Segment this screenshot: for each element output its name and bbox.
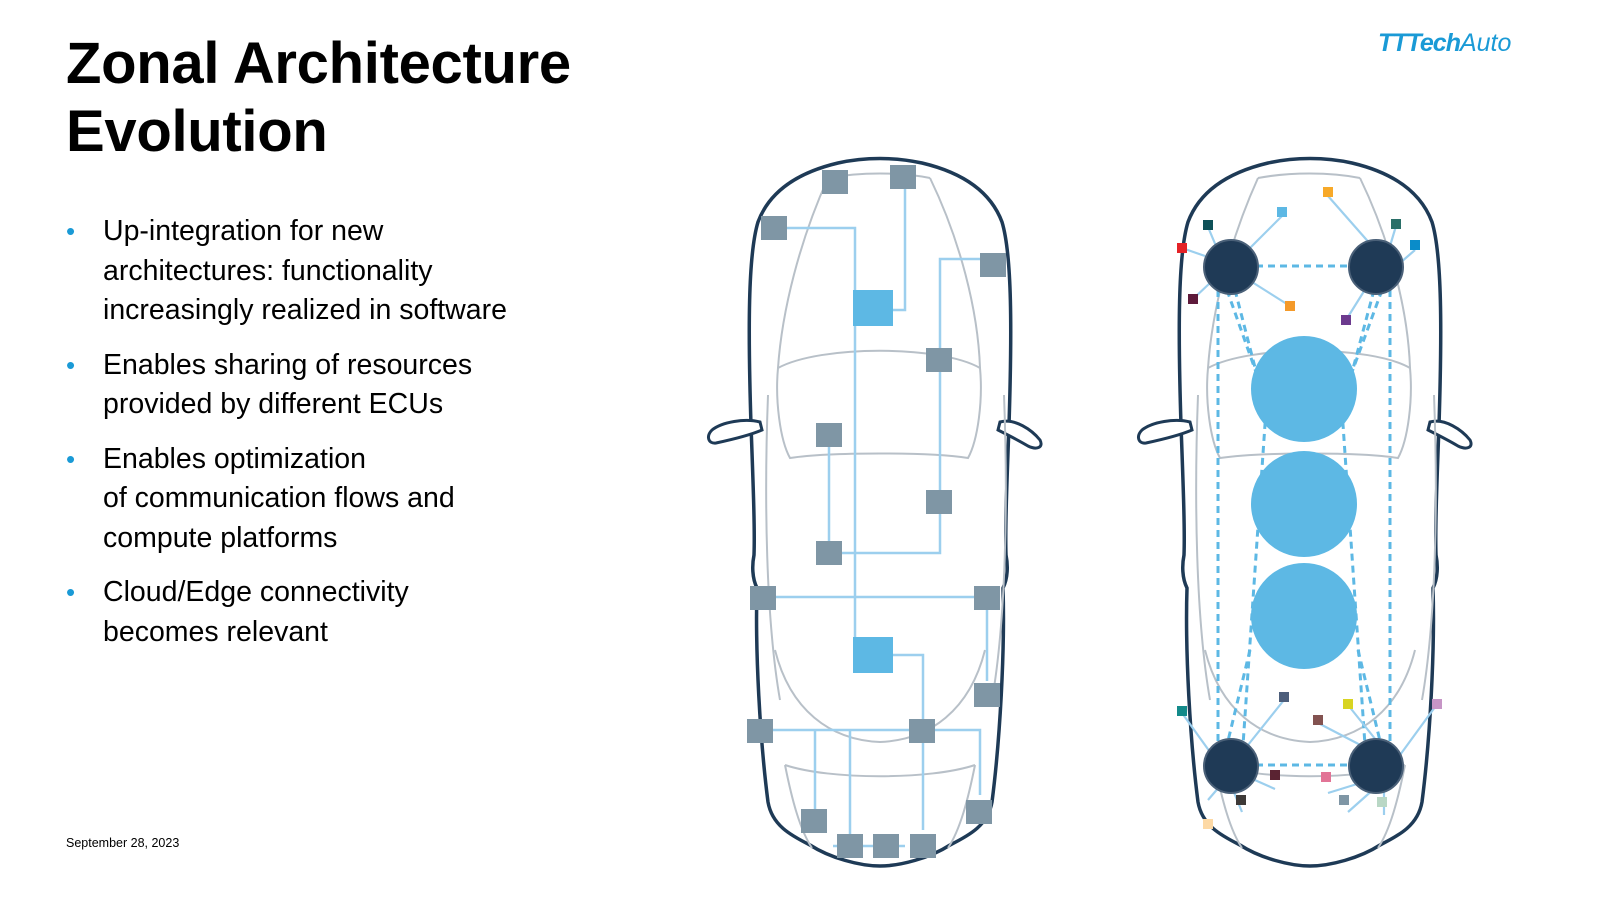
car-right-mirror (1426, 419, 1473, 450)
ecu-node (926, 490, 952, 514)
ecu-node (801, 809, 827, 833)
bullet-line: Up-integration for new (103, 215, 384, 247)
sensor-node (1321, 772, 1331, 782)
sensor-node (1279, 692, 1289, 702)
car-left-mirror (707, 418, 764, 445)
bullet-line: compute platforms (103, 521, 338, 554)
central-compute-unit (1251, 336, 1357, 442)
car-left-mirror (1137, 418, 1194, 445)
car-right-mirror (996, 419, 1043, 450)
ecu-node (909, 719, 935, 743)
sensor-node (1339, 795, 1349, 805)
sensor-node (1236, 795, 1246, 805)
bullet-item: • Cloud/Edge connectivity becomes releva… (66, 573, 626, 652)
car-body-outline (747, 156, 1013, 868)
logo-bold-text: TTTech (1378, 29, 1461, 57)
footer-date: September 28, 2023 (66, 836, 180, 850)
bullet-line: Enables optimization (103, 442, 366, 475)
zone-controllers (1203, 239, 1404, 794)
sensor-node (1188, 294, 1198, 304)
logo-light-text: Auto (1459, 29, 1512, 57)
bullet-line: provided by different ECUs (103, 388, 444, 420)
sensor-node (1313, 715, 1323, 725)
bullet-icon: • (66, 216, 76, 246)
bullet-item: • Up-integration for new architectures: … (66, 212, 626, 331)
zone-controller-rear-right (1348, 738, 1404, 794)
ecu-node (910, 834, 936, 858)
title-line-1: Zonal Architecture (66, 31, 571, 96)
central-compute-units (1251, 336, 1357, 669)
zone-controller-rear-left (1203, 738, 1259, 794)
sensor-node (1391, 219, 1401, 229)
sensor-node (1277, 207, 1287, 217)
sensor-node (1270, 770, 1280, 780)
ecu-node (974, 683, 1000, 707)
slide-title: Zonal Architecture Evolution (66, 30, 571, 166)
ecu-node (890, 165, 916, 189)
tttech-auto-logo: TTTechAuto (1378, 28, 1511, 58)
sensor-node (1343, 699, 1353, 709)
title-line-2: Evolution (66, 99, 328, 164)
sensor-node (1177, 706, 1187, 716)
zone-controller-front-right (1348, 239, 1404, 295)
ecu-nodes (747, 165, 1006, 858)
ecu-node (873, 834, 899, 858)
bullet-line: becomes relevant (103, 615, 328, 648)
ecu-node (750, 586, 776, 610)
bullet-line: Cloud/Edge connectivity (103, 576, 409, 608)
domain-controllers (853, 290, 893, 673)
car-body-outline (1177, 156, 1443, 868)
bullet-line: Enables sharing of resources (103, 348, 473, 381)
ecu-node (747, 719, 773, 743)
wiring-links (761, 173, 992, 848)
sensor-node (1432, 699, 1442, 709)
bullet-line: of communication flows and (103, 482, 455, 514)
bullet-icon: • (66, 349, 76, 380)
bullet-item: • Enables optimization of communication … (66, 440, 626, 559)
ecu-node (837, 834, 863, 858)
ecu-node (761, 216, 787, 240)
bullet-item: • Enables sharing of resources provided … (66, 346, 626, 425)
sensor-node (1323, 187, 1333, 197)
ecu-node (926, 348, 952, 372)
sensor-node (1341, 315, 1351, 325)
ecu-node (822, 170, 848, 194)
sensor-node (1203, 819, 1213, 829)
sensor-node (1177, 243, 1187, 253)
bullet-line: increasingly realized in software (103, 294, 507, 326)
ecu-node (816, 423, 842, 447)
zone-controller-front-left (1203, 239, 1259, 295)
ecu-node (816, 541, 842, 565)
sensor-node (1377, 797, 1387, 807)
ecu-node (974, 586, 1000, 610)
sensor-node (1410, 240, 1420, 250)
car-left-domain-architecture (707, 156, 1043, 868)
domain-controller (853, 290, 893, 326)
bullet-icon: • (66, 443, 76, 474)
sensor-node (1285, 301, 1295, 311)
central-compute-unit (1251, 451, 1357, 557)
bullet-line: architectures: functionality (103, 254, 433, 287)
car-body-inner-lines (765, 172, 1007, 849)
ecu-node (966, 800, 992, 824)
bullet-list: • Up-integration for new architectures: … (66, 212, 626, 667)
domain-controller (853, 637, 893, 673)
ecu-node (980, 253, 1006, 277)
car-right-zonal-architecture (1137, 156, 1473, 868)
sensor-nodes (1177, 187, 1442, 829)
central-compute-unit (1251, 563, 1357, 669)
bullet-icon: • (66, 577, 76, 607)
sensor-node (1203, 220, 1213, 230)
